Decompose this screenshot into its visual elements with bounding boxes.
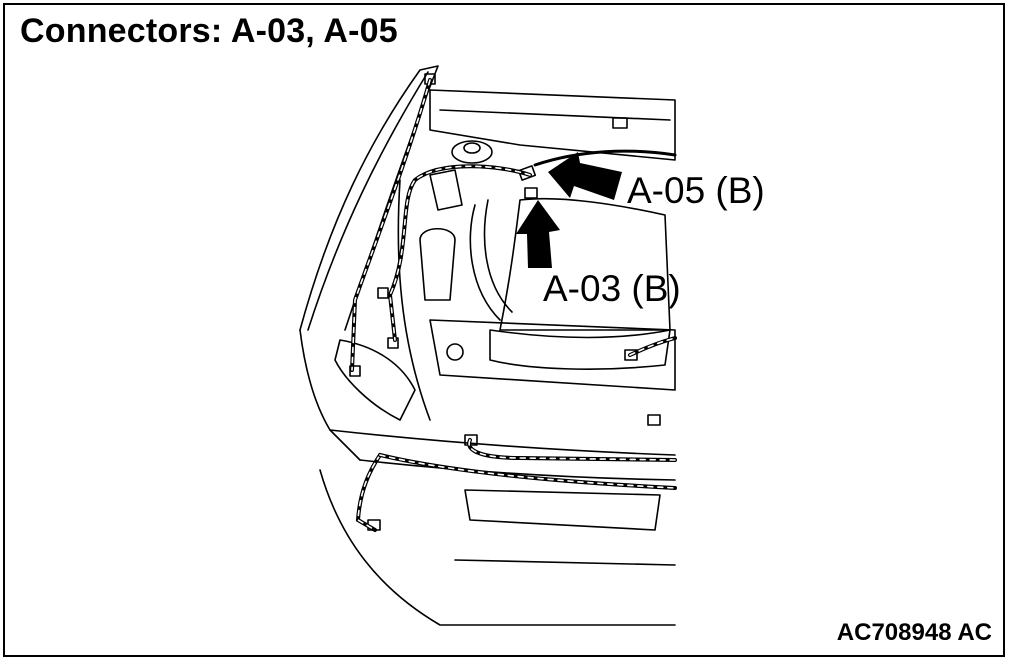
connector-small-9 (624, 349, 638, 361)
headlamp-outline (334, 339, 416, 421)
connector-small-8 (647, 414, 661, 426)
harness-main-dash (389, 165, 531, 341)
bumper-grille (464, 489, 661, 531)
harness-hood-dash (351, 79, 431, 371)
connector-small-3 (377, 287, 389, 299)
connector-small-5 (349, 365, 361, 377)
bumper-upper (329, 429, 676, 456)
arrow-a05 (548, 152, 622, 200)
harness-cowl (533, 149, 677, 167)
connector-small-2 (612, 117, 628, 129)
callout-label-a03: A-03 (B) (543, 268, 681, 309)
harness-bumper-dash (357, 439, 676, 531)
radiator-support (429, 319, 676, 391)
bumper-lower (319, 469, 676, 626)
coolant-reservoir (419, 228, 456, 301)
inner-fender (397, 179, 431, 421)
bumper-mid (359, 459, 676, 481)
washer-tank (429, 169, 463, 211)
hood-edge (307, 71, 429, 331)
connector-a03-body (524, 187, 538, 199)
callout-label-a05: A-05 (B) (627, 170, 765, 211)
cowl-line (439, 109, 671, 121)
arrow-a03 (516, 200, 560, 268)
harness-right-dash (629, 337, 676, 356)
bumper-bottom-line (454, 559, 676, 566)
figure-id: AC708948 AC (836, 619, 992, 646)
engine-cover (489, 329, 671, 370)
strut-top (463, 142, 481, 154)
connector-a05-body (517, 165, 537, 181)
strut-tower (451, 140, 493, 164)
engine-block (499, 197, 671, 331)
fender-outline (299, 329, 361, 461)
radiator-hose (469, 199, 513, 321)
cowl-panel (429, 89, 676, 161)
diagram-title: Connectors: A-03, A-05 (20, 12, 398, 50)
harness-lower-dash (379, 454, 676, 489)
harness-hood (350, 78, 432, 372)
bolt-hole (446, 343, 464, 361)
